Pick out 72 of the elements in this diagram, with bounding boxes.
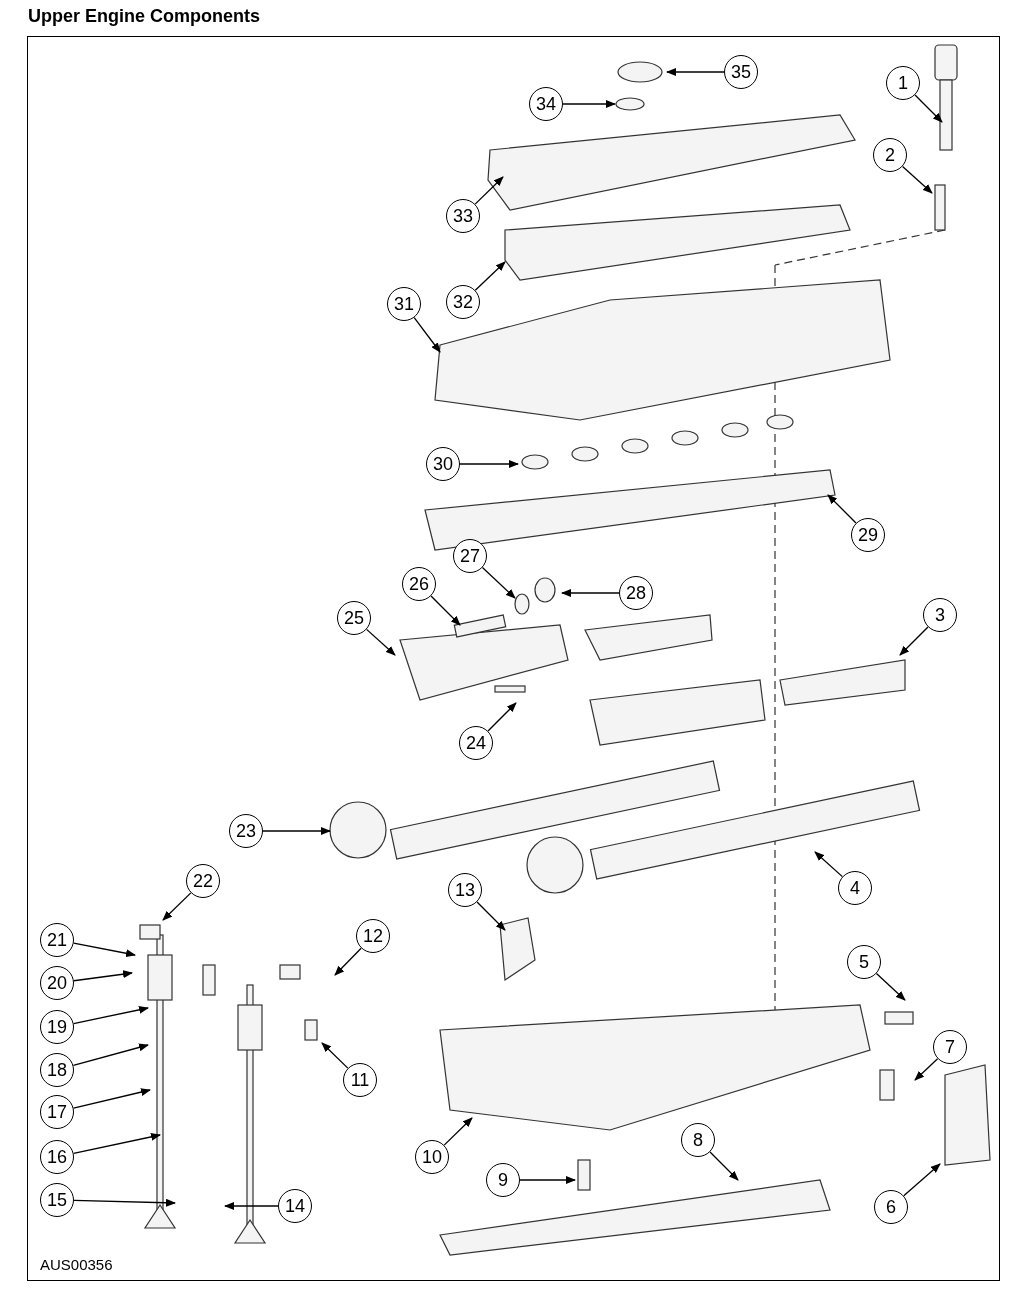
leader-line [72, 1132, 161, 1155]
callout-number: 23 [229, 814, 263, 848]
callout-number: 14 [278, 1189, 312, 1223]
leader-line [901, 165, 933, 194]
callout-number: 24 [459, 726, 493, 760]
callout-number: 8 [681, 1123, 715, 1157]
leader-line [914, 94, 943, 123]
callout-number: 3 [923, 598, 957, 632]
callout-number: 19 [40, 1010, 74, 1044]
leader-line [72, 1043, 149, 1067]
leader-line [443, 1117, 473, 1146]
leader-line [73, 1005, 149, 1025]
callout-number: 17 [40, 1095, 74, 1129]
callout-number: 20 [40, 966, 74, 1000]
callout-number: 34 [529, 87, 563, 121]
leader-line [334, 947, 362, 976]
leader-line [519, 1176, 576, 1184]
callout-number: 26 [402, 567, 436, 601]
callout-number: 5 [847, 945, 881, 979]
callout-number: 16 [40, 1140, 74, 1174]
callout-number: 7 [933, 1030, 967, 1064]
leader-line [562, 100, 616, 108]
leader-line [413, 316, 441, 353]
callout-number: 10 [415, 1140, 449, 1174]
callout-number: 11 [343, 1063, 377, 1097]
callout-number: 18 [40, 1053, 74, 1087]
leader-line [827, 494, 857, 524]
callout-number: 31 [387, 287, 421, 321]
leader-line [73, 970, 133, 982]
callout-number: 28 [619, 576, 653, 610]
leader-line [709, 1151, 739, 1181]
leader-line [903, 1163, 941, 1197]
callout-number: 1 [886, 66, 920, 100]
callout-number: 22 [186, 864, 220, 898]
leader-line [899, 626, 929, 656]
callout-number: 21 [40, 923, 74, 957]
callout-number: 9 [486, 1163, 520, 1197]
callout-number: 15 [40, 1183, 74, 1217]
leader-line [73, 1198, 176, 1207]
callout-number: 27 [453, 539, 487, 573]
leader-line [875, 972, 906, 1001]
leader-line [474, 176, 504, 205]
callout-number: 4 [838, 871, 872, 905]
callout-number: 32 [446, 285, 480, 319]
figure-id: AUS00356 [40, 1256, 113, 1273]
leader-line [666, 68, 725, 76]
leader-line [72, 1088, 151, 1109]
diagram-title: Upper Engine Components [28, 6, 260, 27]
callout-number: 25 [337, 601, 371, 635]
leader-line [162, 892, 192, 921]
callout-number: 2 [873, 138, 907, 172]
leader-line [365, 628, 396, 656]
leader-line [262, 827, 331, 835]
leader-line [224, 1202, 279, 1210]
leader-line [73, 942, 136, 958]
leader-line [481, 566, 516, 599]
leader-line [474, 261, 506, 291]
callout-number: 30 [426, 447, 460, 481]
callout-number: 12 [356, 919, 390, 953]
leader-line [321, 1042, 349, 1069]
leader-line [914, 1058, 939, 1081]
leader-line [561, 589, 620, 597]
callout-number: 6 [874, 1190, 908, 1224]
leader-line [487, 702, 517, 732]
leader-line [459, 460, 519, 468]
callout-number: 33 [446, 199, 480, 233]
callout-number: 35 [724, 55, 758, 89]
leader-line [476, 901, 506, 931]
callout-number: 29 [851, 518, 885, 552]
leader-line [814, 851, 843, 878]
callout-number: 13 [448, 873, 482, 907]
leader-line [430, 595, 461, 626]
